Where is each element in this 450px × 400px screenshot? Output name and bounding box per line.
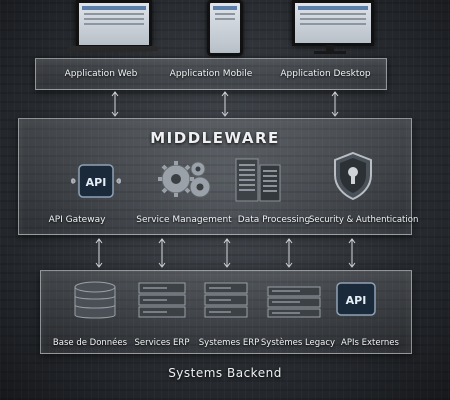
arrow-middleware-backend-1 — [95, 238, 103, 268]
server-rack-icon — [204, 282, 248, 318]
backend-label-services-erp: Services ERP — [134, 338, 190, 348]
server-rack-icon — [138, 282, 186, 318]
backend-panel: API Base de Données Services ERP Systeme… — [40, 270, 412, 354]
server-rack-icon — [267, 286, 321, 318]
shield-lock-icon — [334, 151, 372, 201]
middleware-title: MIDDLEWARE — [150, 129, 280, 147]
backend-api-badge: API — [346, 294, 367, 307]
arrow-middleware-backend-2 — [158, 238, 166, 268]
middleware-label-processing: Data Processing — [237, 215, 311, 225]
backend-label-legacy: Systèmes Legacy — [260, 338, 336, 348]
arrow-desktop-middleware — [331, 91, 339, 117]
arrow-middleware-backend-4 — [285, 238, 293, 268]
arrow-mobile-middleware — [221, 91, 229, 117]
frontend-label-mobile: Application Mobile — [169, 69, 253, 79]
frontend-label-desktop: Application Desktop — [280, 69, 371, 79]
arrow-web-middleware — [111, 91, 119, 117]
frontend-label-web: Application Web — [64, 69, 138, 79]
middleware-api-badge: API — [86, 176, 107, 189]
monitor-icon — [288, 0, 378, 58]
middleware-label-service: Service Management — [136, 215, 232, 225]
backend-title: Systems Backend — [168, 366, 282, 380]
api-icon: API — [71, 164, 121, 198]
arrow-middleware-backend-5 — [348, 238, 356, 268]
middleware-label-security: Security & Authentication — [309, 215, 419, 225]
servers-icon — [235, 158, 281, 202]
laptop-icon — [68, 0, 158, 56]
database-icon — [74, 281, 116, 319]
backend-label-apis: APIs Externes — [341, 338, 399, 348]
middleware-panel: MIDDLEWARE API — [18, 118, 419, 235]
backend-label-systemes-erp: Systemes ERP — [198, 338, 260, 348]
frontend-panel: Application Web Application Mobile Appli… — [35, 58, 387, 90]
phone-icon — [207, 0, 243, 58]
backend-label-database: Base de Données — [52, 338, 128, 348]
middleware-label-gateway: API Gateway — [48, 215, 106, 225]
external-api-icon: API — [336, 282, 376, 316]
arrow-middleware-backend-3 — [223, 238, 231, 268]
gears-icon — [158, 161, 211, 198]
